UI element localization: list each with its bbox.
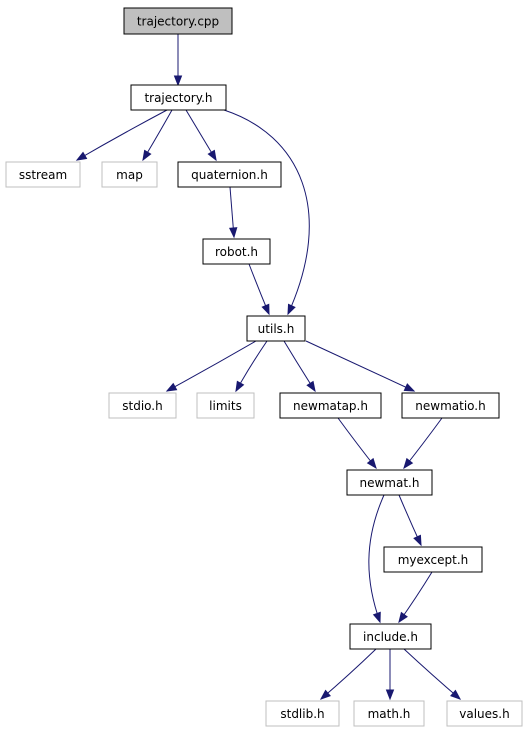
node-box [246,315,306,342]
node-trajectory-cpp[interactable]: trajectory.cpp [123,7,233,35]
node-newmatio-h[interactable]: newmatio.h [401,392,500,419]
edge-trajectory-h-to-utils-h [223,109,310,316]
arrowhead-icon [366,457,377,470]
arrowhead-icon [165,382,178,392]
edge-robot-h-to-utils-h [248,263,270,316]
node-newmat-h[interactable]: newmat.h [346,469,433,496]
node-values-h: values.h [446,700,523,727]
node-box [101,161,158,188]
node-label: newmatap.h [293,399,368,413]
arrowhead-icon [398,611,408,624]
arrowhead-icon [403,457,414,470]
node-box [349,623,432,650]
node-box [5,161,81,188]
node-math-h: math.h [353,700,425,727]
node-quaternion-h[interactable]: quaternion.h [177,161,282,188]
edge-line [320,648,377,700]
arrowhead-icon [207,149,217,162]
node-label: robot.h [215,245,258,259]
edge-trajectory-h-to-map [142,109,173,162]
node-robot-h[interactable]: robot.h [202,238,271,265]
node-label: math.h [368,707,411,721]
node-box [123,7,233,35]
node-myexcept-h[interactable]: myexcept.h [383,546,483,573]
arrowhead-icon [413,534,422,547]
node-box [130,84,227,111]
node-box [202,238,271,265]
nodes-layer: trajectory.cpp trajectory.h sstream map quat… [5,7,523,727]
edges-layer [75,34,462,701]
arrowhead-icon [319,689,331,700]
edge-newmatap-h-to-newmat-h [337,417,377,470]
node-label: stdio.h [122,399,162,413]
edge-line [223,109,310,315]
node-include-h[interactable]: include.h [349,623,432,650]
arrowhead-icon [228,227,238,239]
node-trajectory-h[interactable]: trajectory.h [130,84,227,111]
node-label: sstream [19,168,67,182]
arrowhead-icon [403,383,416,392]
node-box [401,392,500,419]
edge-trajectory-cpp-to-trajectory-h [173,34,183,87]
node-label: limits [209,399,242,413]
edge-quaternion-h-to-robot-h [228,186,238,239]
node-map: map [101,161,158,188]
node-label: newmat.h [360,476,420,490]
edge-newmat-h-to-myexcept-h [398,494,422,547]
node-label: trajectory.h [144,91,212,105]
node-label: map [116,168,143,182]
node-label: myexcept.h [398,553,469,567]
arrowhead-icon [75,151,88,161]
arrowhead-icon [287,303,296,316]
edge-newmatio-h-to-newmat-h [403,417,443,470]
arrowhead-icon [450,689,462,700]
edge-line [403,648,461,700]
edge-trajectory-h-to-sstream [75,109,168,161]
edge-newmat-h-to-include-h [368,494,385,624]
node-stdio-h: stdio.h [108,392,177,419]
arrowhead-icon [372,611,381,624]
edge-include-h-to-values-h [403,648,462,700]
node-label: stdlib.h [280,707,324,721]
edge-include-h-to-stdlib-h [319,648,377,700]
node-label: include.h [363,630,418,644]
edge-include-h-to-math-h [385,649,395,701]
edge-line [166,340,257,392]
node-box [446,700,523,727]
node-label: quaternion.h [191,168,268,182]
node-label: utils.h [258,322,295,336]
edge-line [76,109,168,161]
arrowhead-icon [235,380,245,393]
arrowhead-icon [142,149,152,162]
node-label: trajectory.cpp [137,15,219,29]
edge-myexcept-h-to-include-h [398,571,433,624]
node-label: newmatio.h [415,399,485,413]
node-box [279,392,382,419]
node-newmatap-h[interactable]: newmatap.h [279,392,382,419]
node-box [383,546,483,573]
edge-utils-h-to-newmatap-h [283,340,316,393]
arrowhead-icon [306,380,316,393]
edge-utils-h-to-stdio-h [165,340,257,392]
arrowhead-icon [173,75,183,87]
node-limits: limits [196,392,255,419]
node-label: values.h [459,707,509,721]
node-box [108,392,177,419]
node-box [353,700,425,727]
arrowhead-icon [385,689,395,701]
node-box [346,469,433,496]
node-sstream: sstream [5,161,81,188]
edge-trajectory-h-to-quaternion-h [185,109,217,162]
node-box [177,161,282,188]
node-box [265,700,340,727]
arrowhead-icon [261,303,270,316]
node-box [196,392,255,419]
edge-utils-h-to-limits [235,340,268,393]
edge-line [305,340,415,392]
node-utils-h[interactable]: utils.h [246,315,306,342]
edge-line [368,494,385,623]
edge-utils-h-to-newmatio-h [305,340,416,392]
node-stdlib-h: stdlib.h [265,700,340,727]
